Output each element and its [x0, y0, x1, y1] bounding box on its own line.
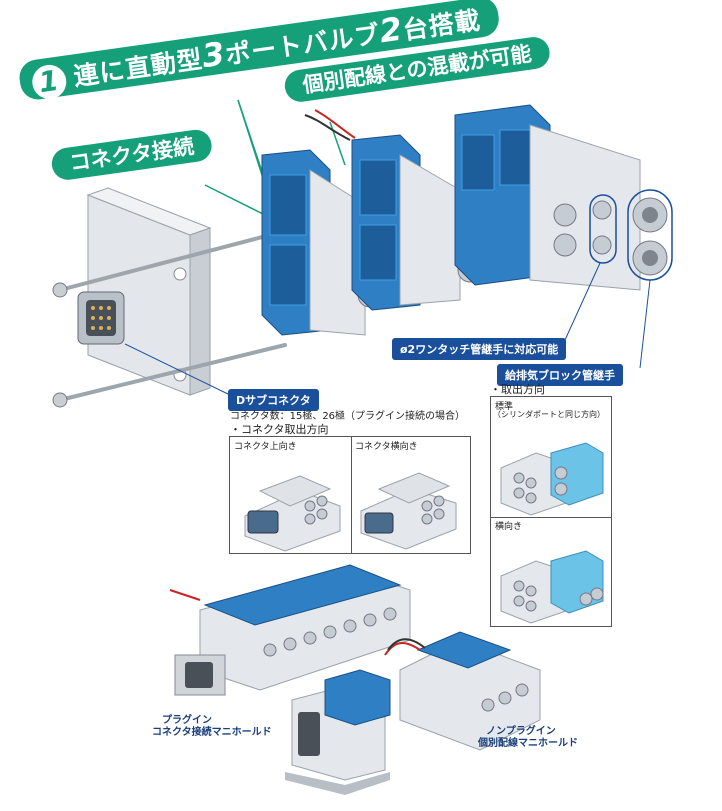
dsub-side-label: コネクタ横向き	[355, 442, 418, 452]
block-side-illustration	[500, 550, 604, 624]
block-standard-note: （シリンダポートと同じ方向）	[493, 410, 605, 419]
dsub-up-cell: コネクタ上向き	[230, 437, 352, 553]
block-standard-illustration	[500, 442, 604, 516]
tie-rods	[58, 233, 287, 402]
dsub-side-cell: コネクタ横向き	[351, 437, 470, 553]
label-leader-lines	[124, 262, 651, 396]
small-manifold-illustration	[285, 669, 391, 795]
block-side-cell: 横向き	[491, 517, 611, 626]
block-standard-label: 標準	[495, 402, 514, 412]
block-direction-heading: ・取出方向	[490, 383, 545, 396]
valve-module-3	[454, 104, 673, 291]
dsub-up-label: コネクタ上向き	[234, 442, 297, 452]
dsub-direction-heading: ・コネクタ取出方向	[230, 423, 329, 436]
plugin-manifold-caption: プラグイン コネクタ接続マニホールド	[152, 715, 272, 739]
plugin-manifold-line2: コネクタ接続マニホールド	[152, 727, 272, 738]
dsub-up-illustration	[244, 475, 341, 552]
fitting-label: ø2ワンタッチ管継手に対応可能	[392, 338, 567, 360]
plugin-manifold-line1: プラグイン	[162, 715, 212, 726]
dsub-side-illustration	[360, 472, 457, 550]
block-fitting-label: 給排気ブロック管継手	[497, 364, 623, 386]
valve-module-2	[304, 109, 483, 311]
nonplugin-manifold-line1: ノンプラグイン	[486, 726, 556, 737]
plugin-manifold-illustration	[169, 564, 411, 696]
block-direction-table: 標準 （シリンダポートと同じ方向） 横向き	[490, 396, 612, 627]
dsub-spec: コネクタ数：15極、26極（プラグイン接続の場合）	[230, 411, 466, 422]
nonplugin-manifold-caption: ノンプラグイン 個別配線マニホールド	[478, 726, 578, 750]
nonplugin-manifold-illustration	[384, 631, 541, 751]
dsub-label: Dサブコネクタ	[228, 389, 319, 411]
block-standard-cell: 標準 （シリンダポートと同じ方向）	[491, 397, 611, 518]
dsub-direction-table: コネクタ上向き コネクタ横向き	[229, 436, 471, 554]
block-side-label: 横向き	[495, 522, 523, 532]
dsub-plate	[77, 187, 212, 396]
nonplugin-manifold-line2: 個別配線マニホールド	[478, 738, 578, 749]
